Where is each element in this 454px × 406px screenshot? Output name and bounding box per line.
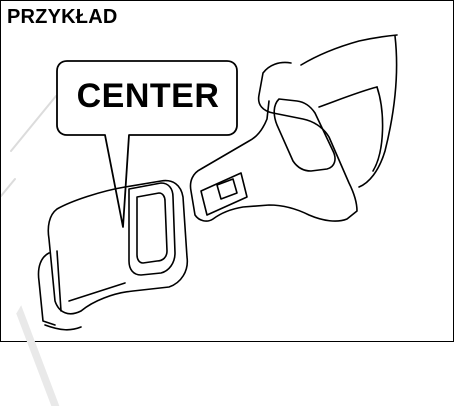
seatbelt-illustration xyxy=(1,1,453,341)
callout-center-label: CENTER xyxy=(63,79,233,113)
belt-webbing xyxy=(301,35,397,65)
figure-frame: ⁄ xyxy=(0,0,454,342)
example-label: PRZYKŁAD xyxy=(7,7,118,27)
